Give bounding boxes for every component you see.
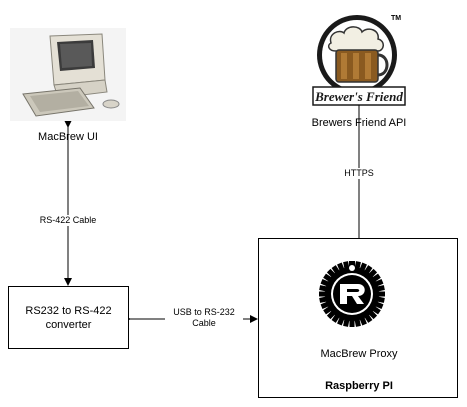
gear-tooth	[319, 285, 328, 292]
brewers-friend-api-label: Brewers Friend API	[311, 117, 407, 129]
gear-tooth	[376, 296, 385, 303]
gear-tooth	[326, 309, 337, 320]
gear-tooth	[323, 305, 333, 315]
gear-tooth	[374, 301, 384, 309]
brewers-friend-logo-text: Brewer's Friend	[314, 89, 403, 104]
gear-tooth	[320, 279, 330, 287]
gear-tooth	[319, 291, 327, 297]
gear-tooth	[367, 309, 378, 320]
macbrew-ui-label: MacBrew UI	[38, 131, 98, 143]
gear-tooth	[367, 268, 378, 279]
gear-tooth	[343, 261, 350, 270]
rs422-cable-label: RS-422 Cable	[34, 215, 102, 226]
gear-tooth	[323, 273, 333, 283]
usb-cable-label: USB to RS-232 Cable	[165, 307, 243, 329]
gear-tooth	[349, 319, 355, 327]
converter-label-line1: RS232 to RS-422	[25, 305, 112, 317]
gear-tooth	[371, 273, 381, 283]
gear-tooth	[319, 296, 328, 303]
gear-tooth	[377, 291, 385, 297]
gear-tooth	[359, 262, 367, 272]
https-label: HTTPS	[338, 168, 380, 179]
usb-cable-label-line2: Cable	[192, 318, 216, 328]
macbrew-proxy-label: MacBrew Proxy	[320, 348, 398, 360]
gear-tooth	[337, 262, 345, 272]
raspberry-pi-label: Raspberry PI	[325, 380, 393, 392]
mac-computer-image	[10, 28, 126, 121]
gear-tooth	[326, 268, 337, 279]
converter-label-line2: converter	[45, 319, 92, 331]
gear-tooth	[354, 318, 361, 327]
mac-computer-icon	[10, 28, 126, 121]
gear-tooth	[374, 279, 384, 287]
gear-tooth	[363, 265, 373, 275]
gear-tooth	[359, 316, 367, 326]
gear-tooth	[331, 313, 341, 323]
usb-cable-label-line1: USB to RS-232	[173, 307, 235, 317]
gear-tooth	[376, 285, 385, 292]
rust-logo-icon	[318, 260, 386, 328]
gear-tooth	[320, 301, 330, 309]
converter-box: RS232 to RS-422 converter	[8, 286, 129, 349]
gear-tooth	[354, 261, 361, 270]
gear-tooth	[331, 265, 341, 275]
trademark-mark: TM	[391, 15, 402, 22]
raspberry-pi-box: MacBrew Proxy Raspberry PI	[258, 238, 458, 398]
brewers-friend-logo: Brewer's Friend	[308, 13, 412, 107]
gear-tooth	[363, 313, 373, 323]
brewers-friend-mug-icon: Brewer's Friend	[312, 15, 406, 106]
gear-tooth	[371, 305, 381, 315]
gear-tooth	[337, 316, 345, 326]
gear-tooth	[343, 318, 350, 327]
converter-label: RS232 to RS-422 converter	[9, 287, 128, 332]
